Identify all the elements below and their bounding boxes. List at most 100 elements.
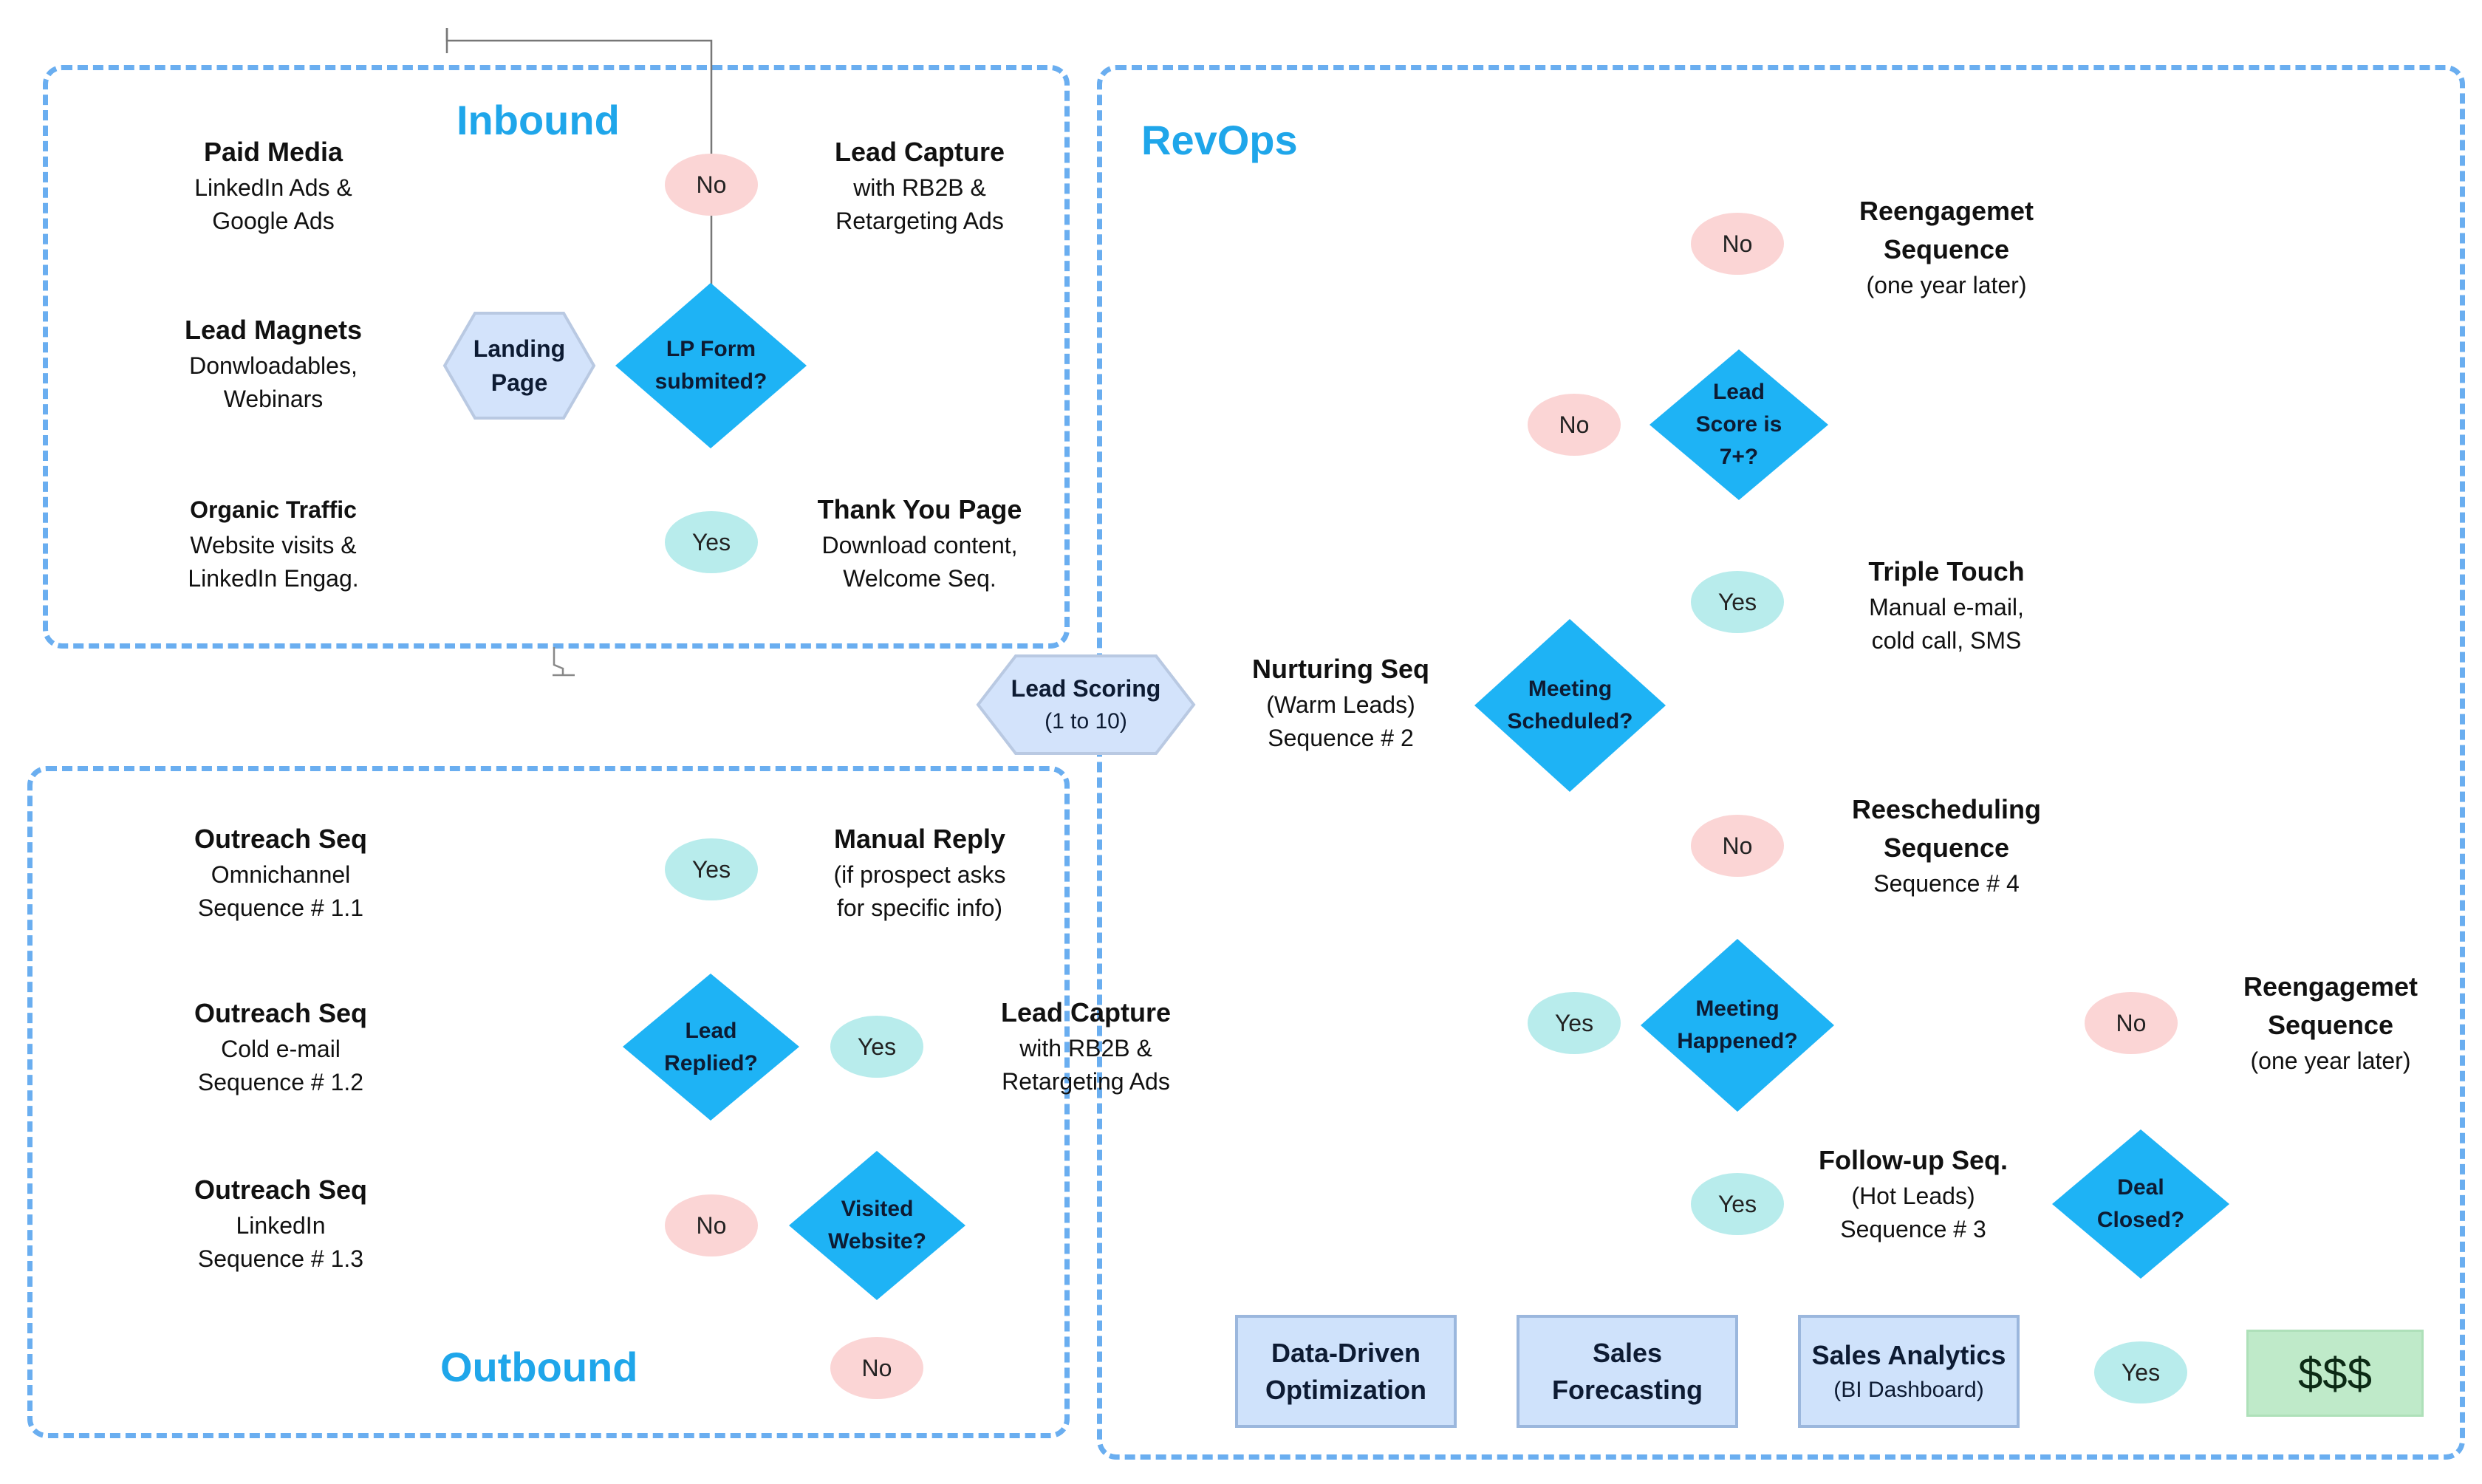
lead-scoring-sub: (1 to 10): [1045, 709, 1127, 734]
followup-line1: (Hot Leads): [1851, 1183, 1975, 1209]
triple-touch-block: Triple Touch Manual e-mail, cold call, S…: [1839, 553, 2054, 657]
followup-line2: Sequence # 3: [1840, 1216, 1986, 1242]
triple-touch-title: Triple Touch: [1868, 556, 2025, 587]
data-driven-line2: Optimization: [1265, 1374, 1426, 1405]
lead-replied-line2: Replied?: [664, 1050, 758, 1076]
forecasting-line2: Forecasting: [1551, 1374, 1703, 1405]
visited-website-line1: Visited: [841, 1197, 914, 1221]
outbound-yes-capture-pill: Yes: [830, 1016, 923, 1078]
meeting-happened-line2: Happened?: [1677, 1029, 1798, 1053]
lead-score-line1: Lead: [1712, 380, 1765, 404]
outreach-seq-1-2-line1: Cold e-mail: [221, 1036, 341, 1062]
lead-scoring-title: Lead Scoring: [1011, 675, 1161, 702]
outreach-seq-1-3-line2: Sequence # 1.3: [197, 1245, 364, 1272]
outreach-seq-1-2-title: Outreach Seq: [194, 998, 368, 1028]
inbound-lead-capture-title: Lead Capture: [834, 137, 1005, 167]
revops-no-reengage-pill: No: [1691, 213, 1784, 275]
rescheduling-block: Reescheduling Sequence Sequence # 4: [1825, 790, 2068, 900]
lead-score-line3: 7+?: [1719, 445, 1759, 469]
inbound-lead-capture-line1: with RB2B &: [853, 174, 986, 201]
revops-yes-triple-pill: Yes: [1691, 571, 1784, 633]
outreach-seq-1-1-line2: Sequence # 1.1: [197, 895, 364, 921]
outreach-seq-1-2-block: Outreach Seq Cold e-mail Sequence # 1.2: [170, 994, 392, 1099]
nurturing-line1: (Warm Leads): [1266, 691, 1415, 718]
manual-reply-line1: (if prospect asks: [833, 861, 1006, 888]
paid-media-block: Paid Media LinkedIn Ads & Google Ads: [163, 133, 384, 238]
followup-title: Follow-up Seq.: [1819, 1145, 2008, 1175]
landing-page-line2: Page: [490, 369, 548, 396]
reengage-sequence-1-block: Reengagemet Sequence (one year later): [1832, 192, 2061, 302]
outbound-yes-manual-pill: Yes: [665, 838, 758, 900]
lp-form-line1: LP Form: [666, 337, 756, 361]
outreach-seq-1-3-line1: LinkedIn: [236, 1212, 326, 1239]
lp-form-diamond: LP Form submited?: [613, 281, 809, 451]
outbound-no-bottom-pill: No: [830, 1337, 923, 1399]
analytics-title: Sales Analytics: [1811, 1339, 2006, 1370]
meeting-scheduled-line1: Meeting: [1528, 677, 1613, 701]
reengage-2-title1: Reengagemet: [2243, 971, 2418, 1002]
reengage-sequence-2-block: Reengagemet Sequence (one year later): [2216, 968, 2445, 1078]
outreach-seq-1-3-block: Outreach Seq LinkedIn Sequence # 1.3: [170, 1171, 392, 1276]
rescheduling-title2: Sequence: [1883, 832, 2010, 863]
inbound-lead-capture-line2: Retargeting Ads: [835, 208, 1004, 234]
lead-magnets-line2: Webinars: [223, 386, 324, 412]
organic-traffic-title: Organic Traffic: [190, 496, 357, 523]
manual-reply-line2: for specific info): [836, 895, 1003, 921]
nurturing-line2: Sequence # 2: [1268, 725, 1414, 751]
money-box: $$$: [2246, 1330, 2424, 1417]
landing-page-line1: Landing: [473, 335, 566, 362]
meeting-scheduled-line2: Scheduled?: [1507, 709, 1633, 734]
inbound-no-pill: No: [665, 154, 758, 216]
outbound-title: Outbound: [440, 1344, 638, 1390]
inbound-title: Inbound: [457, 97, 620, 143]
lp-form-line2: submited?: [654, 369, 767, 394]
lead-scoring-hexagon: Lead Scoring (1 to 10): [975, 653, 1197, 756]
deal-closed-line2: Closed?: [2096, 1208, 2185, 1232]
triple-touch-line1: Manual e-mail,: [1869, 594, 2024, 620]
lead-magnets-title: Lead Magnets: [184, 315, 363, 345]
reengage-2-sub: (one year later): [2250, 1047, 2411, 1074]
revops-yes-money-pill: Yes: [2094, 1341, 2187, 1403]
meeting-happened-line1: Meeting: [1695, 996, 1780, 1021]
reengage-2-title2: Sequence: [2267, 1010, 2394, 1040]
reengage-1-sub: (one year later): [1866, 272, 2027, 298]
visited-website-line2: Website?: [828, 1229, 926, 1254]
revops-title: RevOps: [1141, 117, 1298, 163]
paid-media-line1: LinkedIn Ads &: [194, 174, 352, 201]
triple-touch-line2: cold call, SMS: [1871, 627, 2022, 654]
data-driven-card: Data-Driven Optimization: [1235, 1315, 1457, 1428]
analytics-sub: (BI Dashboard): [1833, 1377, 1984, 1402]
outreach-seq-1-1-block: Outreach Seq Omnichannel Sequence # 1.1: [170, 820, 392, 925]
outreach-seq-1-2-line2: Sequence # 1.2: [197, 1069, 364, 1095]
revops-no-resched-pill: No: [1691, 815, 1784, 877]
outbound-no-visited-pill: No: [665, 1194, 758, 1256]
manual-reply-title: Manual Reply: [833, 824, 1006, 854]
revops-no-deal-pill: No: [2085, 992, 2178, 1054]
organic-traffic-block: Organic Traffic Website visits & LinkedI…: [163, 490, 384, 595]
revops-yes-followup-pill: Yes: [1691, 1173, 1784, 1235]
outbound-lead-capture-title: Lead Capture: [1000, 997, 1172, 1027]
manual-reply-block: Manual Reply (if prospect asks for speci…: [805, 820, 1034, 925]
forecasting-line1: Sales: [1592, 1337, 1663, 1368]
inbound-frame: [43, 65, 1070, 649]
outreach-seq-1-3-title: Outreach Seq: [194, 1174, 368, 1205]
outbound-lead-capture-block: Lead Capture with RB2B & Retargeting Ads: [964, 994, 1208, 1098]
revops-yes-happened-pill: Yes: [1528, 992, 1621, 1054]
thank-you-line2: Welcome Seq.: [843, 565, 996, 592]
revops-no-score-pill: No: [1528, 394, 1621, 456]
outreach-seq-1-1-line1: Omnichannel: [211, 861, 351, 888]
lead-magnets-line1: Donwloadables,: [189, 352, 358, 379]
inbound-yes-pill: Yes: [665, 511, 758, 573]
reengage-1-title1: Reengagemet: [1859, 196, 2034, 226]
thank-you-title: Thank You Page: [817, 494, 1022, 524]
paid-media-line2: Google Ads: [212, 208, 335, 234]
lead-score-line2: Score is: [1695, 412, 1782, 437]
thank-you-line1: Download content,: [821, 532, 1018, 558]
outbound-frame: [27, 766, 1070, 1438]
sales-forecasting-card: Sales Forecasting: [1517, 1315, 1738, 1428]
landing-page-hexagon: Landing Page: [442, 310, 597, 421]
outbound-lead-capture-line1: with RB2B &: [1019, 1035, 1152, 1061]
